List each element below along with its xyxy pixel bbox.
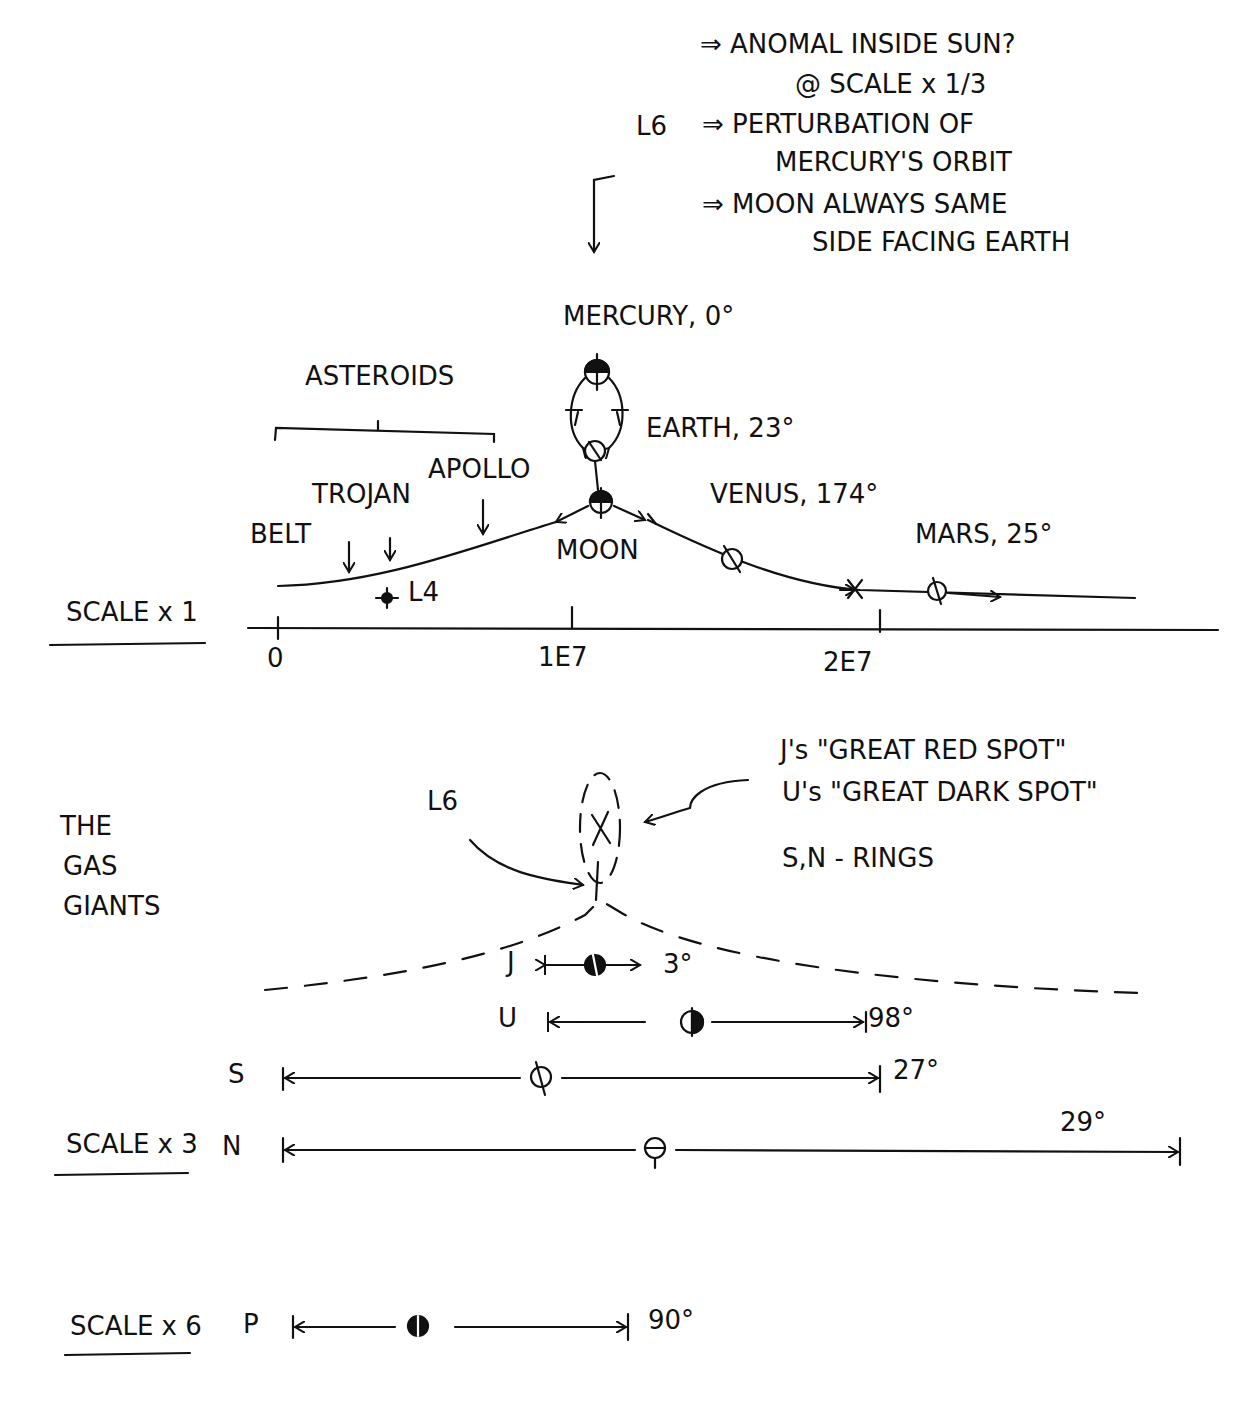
note: MERCURY'S ORBIT xyxy=(775,148,1012,177)
axis-tick-label: 1E7 xyxy=(538,643,588,672)
note: L6 xyxy=(636,112,667,141)
scale-label: SCALE x 6 xyxy=(70,1312,202,1341)
group-label: BELT xyxy=(250,520,311,549)
planet-label: MERCURY, 0° xyxy=(563,302,734,331)
planet-label: S xyxy=(228,1060,245,1089)
note: SIDE FACING EARTH xyxy=(812,228,1070,257)
planet-label: P xyxy=(243,1310,259,1339)
scale-label: SCALE x 3 xyxy=(66,1130,198,1159)
note: @ SCALE x 1/3 xyxy=(795,70,986,99)
tilt-label: 29° xyxy=(1060,1108,1106,1137)
note: J's "GREAT RED SPOT" xyxy=(780,736,1066,765)
heading: GAS xyxy=(63,852,117,881)
point-label: L6 xyxy=(427,787,458,816)
planet-label: N xyxy=(222,1132,241,1161)
planet-label: MOON xyxy=(556,536,639,565)
tilt-label: 98° xyxy=(868,1004,914,1033)
planet-label: J xyxy=(507,948,515,977)
group-label: ASTEROIDS xyxy=(305,362,454,391)
note: ⇒ ANOMAL INSIDE SUN? xyxy=(700,30,1016,59)
note: U's "GREAT DARK SPOT" xyxy=(782,778,1098,807)
tilt-label: 27° xyxy=(893,1056,939,1085)
planet-label: EARTH, 23° xyxy=(646,414,794,443)
tilt-label: 90° xyxy=(648,1306,694,1335)
planet-label: VENUS, 174° xyxy=(710,480,878,509)
note: ⇒ PERTURBATION OF xyxy=(702,110,974,139)
axis-tick-label: 0 xyxy=(267,644,284,673)
planet-label: MARS, 25° xyxy=(915,520,1052,549)
axis-tick-label: 2E7 xyxy=(823,648,873,677)
tilt-label: 3° xyxy=(663,950,693,979)
group-label: APOLLO xyxy=(428,455,530,484)
group-label: TROJAN xyxy=(312,480,411,509)
point-label: L4 xyxy=(408,578,439,607)
note: S,N - RINGS xyxy=(782,844,934,873)
heading: GIANTS xyxy=(63,892,160,921)
note: ⇒ MOON ALWAYS SAME xyxy=(702,190,1007,219)
scale-label: SCALE x 1 xyxy=(66,598,198,627)
planet-label: U xyxy=(498,1004,517,1033)
heading: THE xyxy=(60,812,112,841)
